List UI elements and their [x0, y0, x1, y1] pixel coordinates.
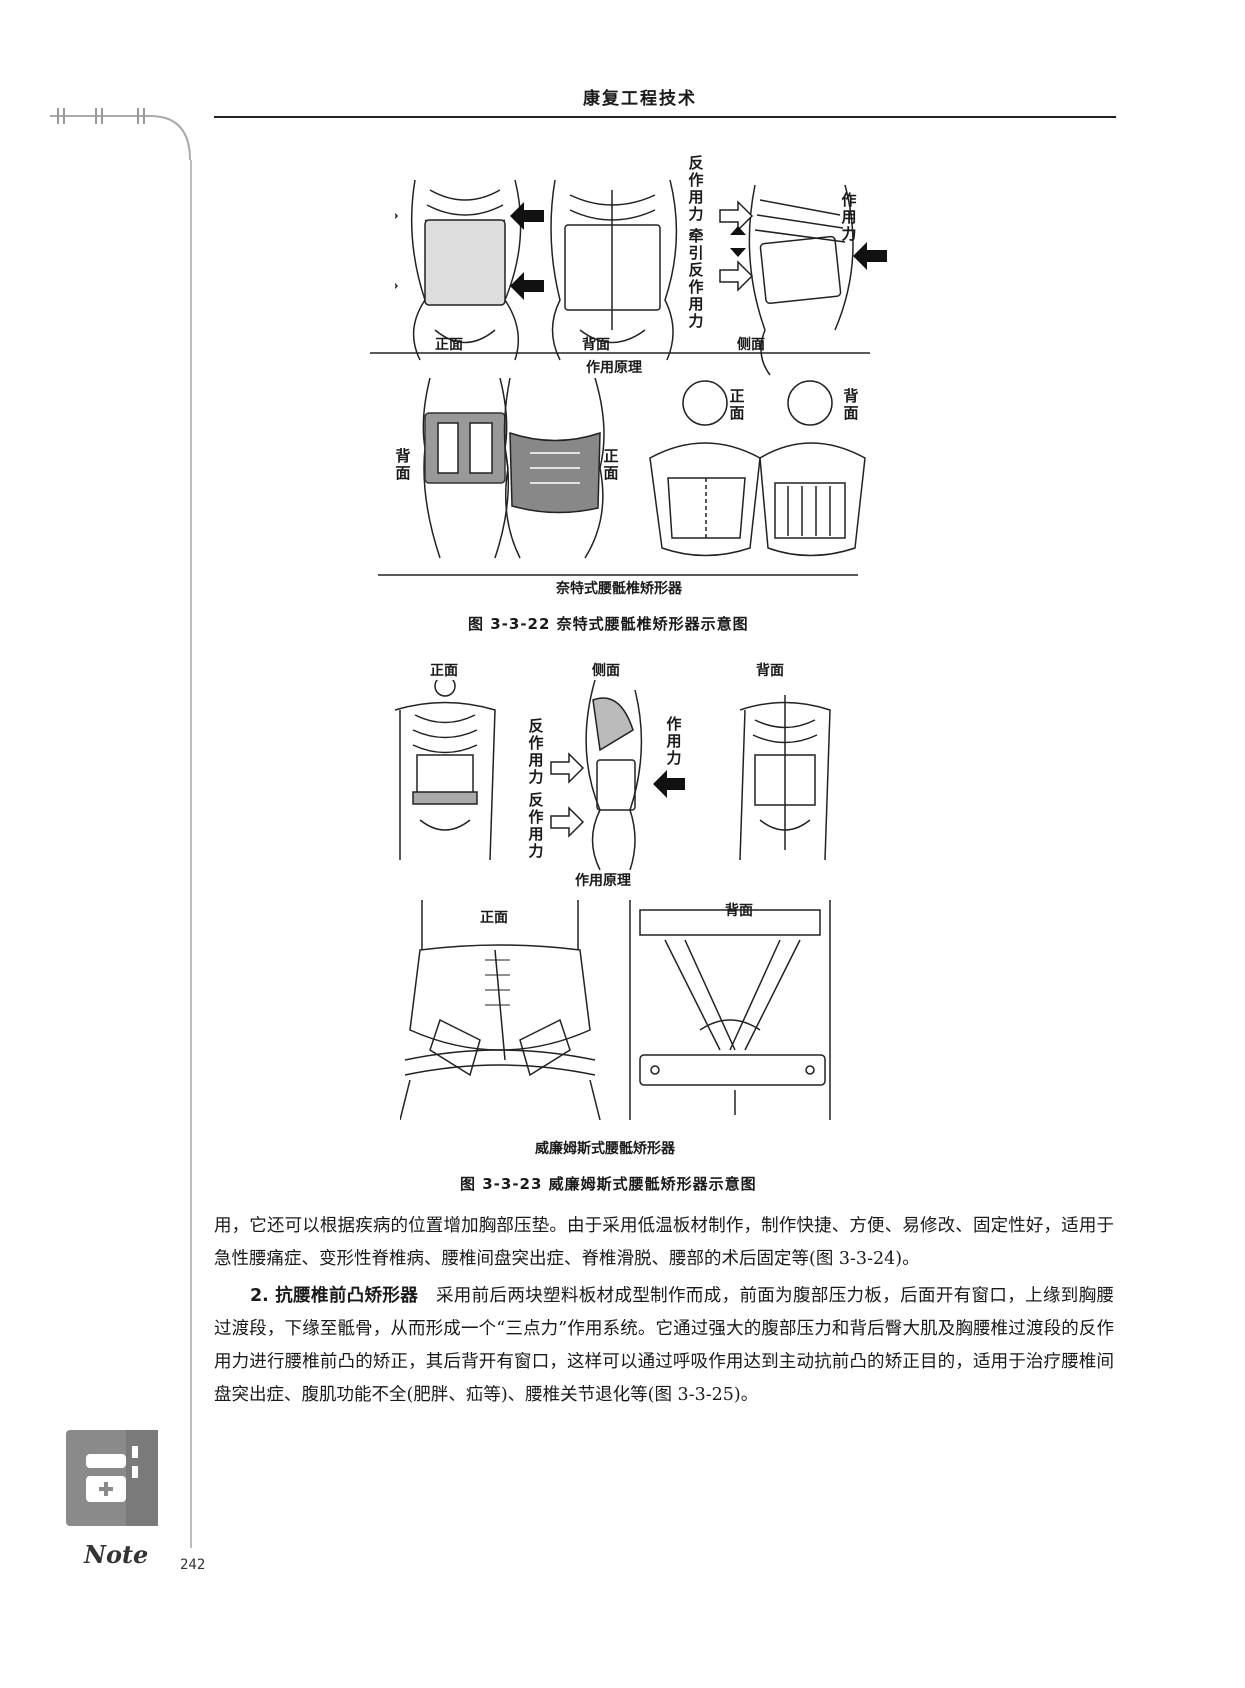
fig1-label-front: 正面: [435, 337, 463, 353]
fig1-bottom-label-front: 正面: [603, 447, 619, 482]
figure1-top-illustration: [395, 180, 887, 376]
fig2-label-side: 侧面: [592, 663, 620, 679]
fig1-bottom-label-back2: 背面: [843, 387, 859, 422]
running-header-title: 康复工程技术: [583, 89, 697, 109]
margin-decoration: [50, 108, 191, 161]
fig2-bottom-label-front: 正面: [480, 910, 508, 926]
figure2-caption: 图 3-3-23 威廉姆斯式腰骶矫形器示意图: [460, 1175, 757, 1193]
fig1-top-section-caption: 作用原理: [586, 360, 642, 376]
fig1-bottom-section-caption: 奈特式腰骶椎矫形器: [556, 581, 682, 597]
fig1-label-side: 侧面: [737, 337, 765, 353]
fig2-bottom-section-caption: 威廉姆斯式腰骶矫形器: [535, 1141, 675, 1157]
margin-vertical-line: [190, 160, 192, 1548]
fig2-counter-force-label-1: 反作用力: [528, 717, 544, 786]
fig1-counter-force-label-1: 反作用力: [688, 154, 704, 223]
fig1-counter-force-label-2: 反作用力: [688, 261, 704, 330]
figure1-caption: 图 3-3-22 奈特式腰骶椎矫形器示意图: [468, 615, 749, 633]
fig2-bottom-label-back: 背面: [725, 903, 753, 919]
fig1-bottom-label-back: 背面: [395, 447, 411, 482]
body-text: 用，它还可以根据疾病的位置增加胸部压垫。由于采用低温板材制作，制作快捷、方便、易…: [214, 1210, 1114, 1412]
fig1-bottom-divider: [378, 574, 858, 576]
header-rule: [214, 116, 1116, 118]
body-paragraph-1: 用，它还可以根据疾病的位置增加胸部压垫。由于采用低温板材制作，制作快捷、方便、易…: [214, 1216, 1114, 1269]
fig1-force-label: 作用力: [841, 191, 857, 243]
body-paragraph-2-text: 采用前后两块塑料板材成型制作而成，前面为腹部压力板，后面开有窗口，上缘到胸腰过渡…: [214, 1286, 1114, 1405]
note-icon: [66, 1430, 158, 1526]
fig2-label-front: 正面: [430, 663, 458, 679]
note-label: Note: [84, 1540, 149, 1569]
page-number: 242: [180, 1557, 206, 1573]
figure2-bottom-illustration: [400, 900, 831, 1121]
body-paragraph-2: 2. 抗腰椎前凸矫形器 采用前后两块塑料板材成型制作而成，前面为腹部压力板，后面…: [214, 1280, 1114, 1412]
fig1-traction-label: 牵引: [688, 227, 704, 262]
fig1-label-back: 背面: [582, 337, 610, 353]
figure2-top-illustration: [394, 680, 831, 870]
section-heading: 2. 抗腰椎前凸矫形器: [250, 1286, 419, 1306]
fig2-counter-force-label-2: 反作用力: [528, 791, 544, 860]
fig2-force-label: 作用力: [666, 715, 682, 767]
fig1-top-divider: [370, 352, 870, 354]
fig2-top-section-caption: 作用原理: [575, 873, 631, 889]
fig1-bottom-label-front2: 正面: [729, 387, 745, 422]
fig2-label-back: 背面: [756, 663, 784, 679]
figure1-bottom-illustration: [422, 378, 866, 559]
